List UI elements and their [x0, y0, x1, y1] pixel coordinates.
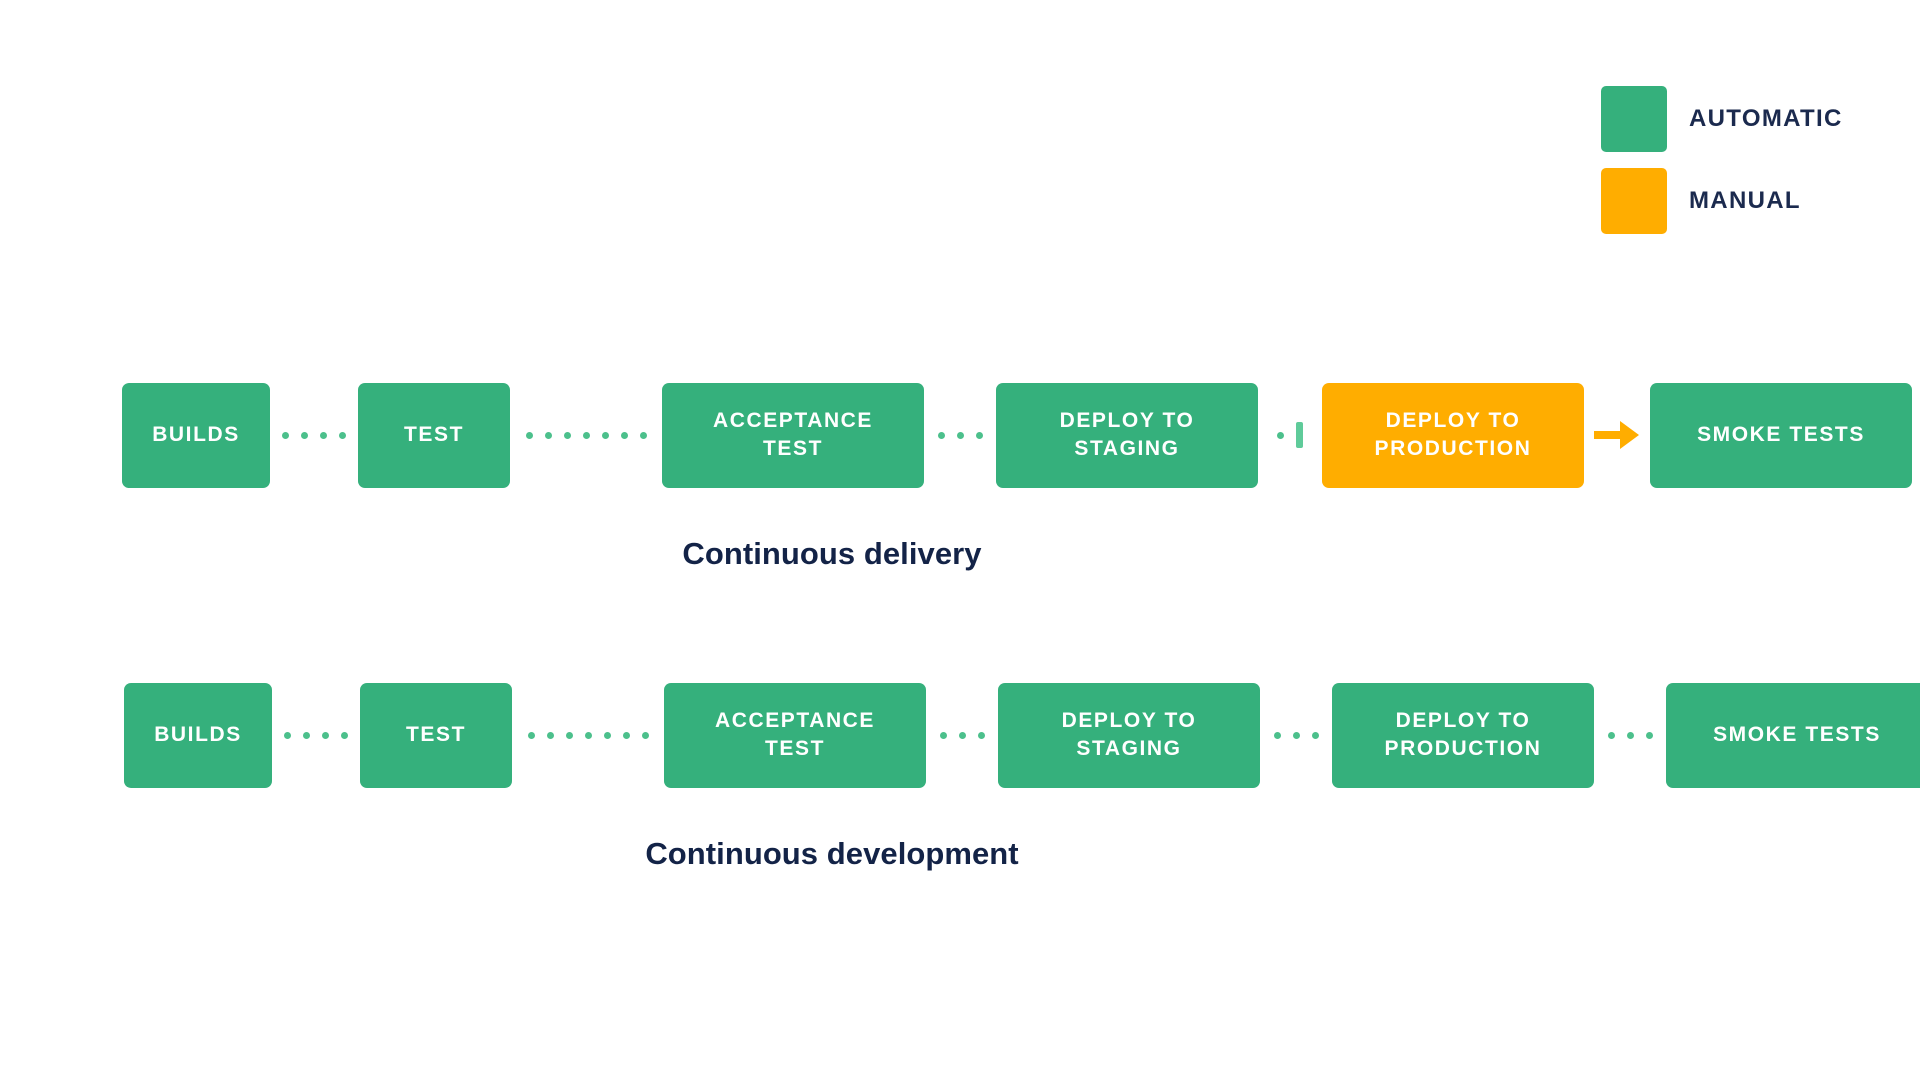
connector-dot [565, 731, 573, 739]
connector-dot [1607, 731, 1615, 739]
pipeline-stage-label: TEST [404, 422, 464, 446]
pipeline-stage[interactable]: ACCEPTANCE TEST [664, 682, 926, 788]
pipeline-stage-label: DEPLOY TO PRODUCTION [1384, 708, 1542, 760]
connector-dotted [1594, 683, 1666, 788]
connector-dot [284, 731, 291, 739]
connector-dot [525, 431, 533, 439]
connector-dot [956, 431, 964, 439]
connector-dot [958, 731, 966, 739]
connector-dotted [270, 383, 358, 488]
connector-dot [939, 731, 947, 739]
connector-dot [544, 431, 552, 439]
connector-dot [584, 731, 592, 739]
legend-item-automatic: AUTOMATIC [1601, 86, 1843, 152]
pipeline-stage-label: BUILDS [152, 422, 240, 446]
pipeline-stage-label: DEPLOY TO STAGING [1059, 408, 1195, 460]
legend: AUTOMATIC MANUAL [1601, 86, 1843, 234]
connector-dotted [510, 383, 662, 488]
connector-dot [639, 431, 647, 439]
pipeline-stage[interactable]: ACCEPTANCE TEST [662, 382, 924, 488]
legend-label-manual: MANUAL [1689, 187, 1801, 214]
connector-dot [641, 731, 649, 739]
connector-dot [977, 731, 985, 739]
connector-dot [620, 431, 628, 439]
connector-dot [975, 431, 983, 439]
connector-dot [301, 431, 308, 439]
pipeline-stage-label: DEPLOY TO PRODUCTION [1374, 408, 1532, 460]
connector-dotted [272, 683, 360, 788]
connector-dot [1273, 731, 1281, 739]
connector-dotted [926, 683, 998, 788]
connector-dot [582, 431, 590, 439]
connector-dot [563, 431, 571, 439]
pipeline-stage-label: TEST [406, 722, 466, 746]
connector-dot [622, 731, 630, 739]
pipeline-stage-label: ACCEPTANCE TEST [714, 708, 876, 760]
pipeline-stage[interactable]: SMOKE TESTS [1650, 382, 1912, 488]
connector-dot [341, 731, 348, 739]
pipeline-stage-label: ACCEPTANCE TEST [712, 408, 874, 460]
connector-dot [339, 431, 346, 439]
arrow-right-icon [1594, 420, 1640, 450]
connector-arrow-icon [1584, 383, 1650, 488]
connector-dot [527, 731, 535, 739]
connector-dotted [512, 683, 664, 788]
connector-dot [1311, 731, 1319, 739]
connector-clipped-bar [1296, 422, 1303, 448]
connector-dotted-clipped [1258, 383, 1322, 488]
pipeline-stage[interactable]: DEPLOY TO STAGING [998, 682, 1260, 788]
connector-dot [546, 731, 554, 739]
connector-dot [937, 431, 945, 439]
pipeline-stage[interactable]: DEPLOY TO STAGING [996, 382, 1258, 488]
pipeline-caption-continuous-development: Continuous development [645, 836, 1019, 871]
pipeline-stage[interactable]: BUILDS [124, 682, 272, 788]
pipeline-stage-row: BUILDS TEST ACCEPTANCE TEST DEPLOY TO STAGI… [124, 680, 1920, 790]
legend-item-manual: MANUAL [1601, 168, 1843, 234]
pipeline-stage-row: BUILDS TEST ACCEPTANCE TEST DEPLOY TO STAGI… [122, 380, 1912, 490]
connector-dot [601, 431, 609, 439]
pipeline-continuous-development: BUILDS TEST ACCEPTANCE TEST DEPLOY TO STAGI… [0, 680, 1920, 790]
manual-square-swatch-icon [1601, 168, 1667, 234]
automatic-square-swatch-icon [1601, 86, 1667, 152]
pipeline-stage[interactable]: TEST [358, 382, 510, 488]
connector-dot [1626, 731, 1634, 739]
connector-dotted [924, 383, 996, 488]
pipeline-continuous-delivery: BUILDS TEST ACCEPTANCE TEST DEPLOY TO STAGI… [0, 380, 1920, 490]
connector-dot [303, 731, 310, 739]
pipeline-stage-label: DEPLOY TO STAGING [1061, 708, 1197, 760]
pipeline-stage-label: SMOKE TESTS [1713, 722, 1881, 746]
connector-dot [320, 431, 327, 439]
pipeline-caption-continuous-delivery: Continuous delivery [682, 536, 982, 571]
pipeline-stage[interactable]: BUILDS [122, 382, 270, 488]
connector-dot [1277, 431, 1284, 439]
connector-dotted [1260, 683, 1332, 788]
connector-dot [322, 731, 329, 739]
pipeline-stage[interactable]: DEPLOY TO PRODUCTION [1332, 682, 1594, 788]
connector-dot [603, 731, 611, 739]
pipeline-stage[interactable]: DEPLOY TO PRODUCTION [1322, 382, 1584, 488]
connector-dot [1645, 731, 1653, 739]
connector-dot [282, 431, 289, 439]
connector-dot [1292, 731, 1300, 739]
legend-label-automatic: AUTOMATIC [1689, 105, 1843, 132]
pipeline-stage-label: SMOKE TESTS [1697, 422, 1865, 446]
pipeline-stage[interactable]: TEST [360, 682, 512, 788]
pipeline-stage-label: BUILDS [154, 722, 242, 746]
pipeline-stage[interactable]: SMOKE TESTS [1666, 682, 1920, 788]
